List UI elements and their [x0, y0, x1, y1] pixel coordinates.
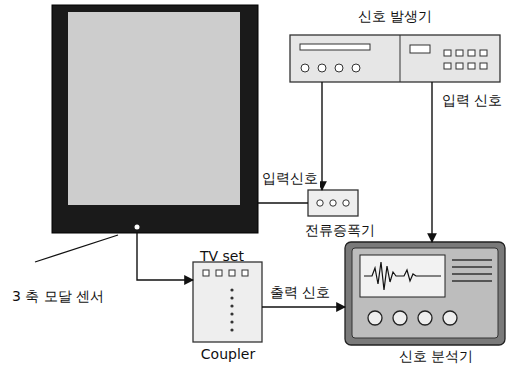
signal-line [321, 82, 322, 190]
amplifier-body [308, 190, 358, 216]
coupler-leds [230, 288, 233, 331]
tv-set: TV set [52, 5, 258, 233]
generator-body [290, 35, 500, 82]
device-label: 신호 발생기 [358, 8, 432, 25]
current-amplifier: 전류증폭기 [308, 190, 358, 216]
signal-label: 입력신호 [260, 170, 320, 187]
signal-line [431, 82, 432, 242]
coupler-ports [203, 270, 248, 276]
tv-housing [52, 5, 258, 233]
signal-analyzer: 신호 분석기 [345, 242, 505, 345]
signal-label: 입력 신호 [440, 92, 504, 109]
signal-generator: 신호 발생기 [290, 35, 500, 82]
analyzer-panel [352, 248, 498, 338]
signal-line [258, 202, 308, 203]
signal-label: 출력 신호 [268, 284, 332, 301]
analyzer-screen [360, 255, 445, 297]
device-label: 신호 분석기 [399, 348, 473, 365]
signal-line [137, 233, 193, 280]
generator-knob [318, 64, 326, 72]
waveform [364, 262, 441, 290]
amplifier-knob [343, 200, 349, 206]
analyzer-body [345, 242, 505, 345]
device-label: Coupler [201, 346, 255, 363]
device-label: 전류증폭기 [305, 222, 375, 239]
coupler-body [193, 262, 262, 342]
amplifier-knob [330, 200, 336, 206]
generator-divider [400, 35, 401, 82]
analyzer-knobs [368, 311, 457, 325]
amplifier-knob [317, 200, 323, 206]
generator-buttons [444, 50, 487, 69]
generator-display [410, 45, 430, 53]
sensor-point [135, 225, 140, 230]
tv-screen [68, 12, 240, 205]
sensor-label: 3 축 모달 센서 [12, 288, 104, 305]
generator-knob [335, 64, 343, 72]
device-label: TV set [200, 248, 244, 265]
generator-slot [300, 44, 370, 50]
signal-line [262, 306, 345, 307]
analyzer-readout [452, 260, 492, 281]
generator-knob [301, 64, 309, 72]
coupler: Coupler [193, 262, 262, 342]
generator-knob [352, 64, 360, 72]
sensor-cable [35, 235, 118, 262]
